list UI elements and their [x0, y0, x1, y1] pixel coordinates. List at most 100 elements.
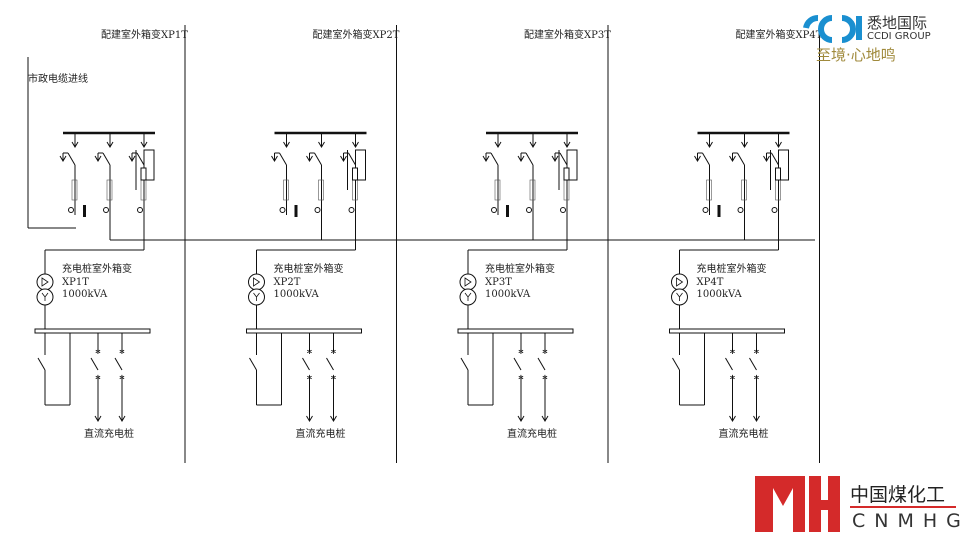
- cnmhg-logo-icon: [755, 476, 840, 532]
- switch-blade-icon: [136, 152, 145, 166]
- fuse-icon: [560, 207, 566, 213]
- switch-blade-icon: [771, 152, 779, 166]
- transformer-name: 充电桩室外箱变: [696, 264, 767, 275]
- feeder-tag: [318, 179, 324, 201]
- unit-xp1t: ✲✲✲✲: [34, 25, 186, 463]
- fuse-icon: [526, 207, 532, 213]
- switch-blade-icon: [672, 357, 680, 371]
- transformer-id: XP4T: [696, 277, 724, 288]
- delta-symbol: [41, 277, 49, 287]
- switch-blade-icon: [302, 357, 310, 371]
- ccdi-name-cn: 悉地国际: [867, 14, 928, 32]
- ccdi-logo-icon: [803, 15, 862, 43]
- switch-blade-icon: [490, 152, 499, 166]
- fuse-icon: [702, 207, 709, 213]
- wye-symbol: [464, 292, 472, 301]
- switch-blade-icon: [67, 152, 76, 166]
- arrow-icon: [94, 415, 102, 422]
- arrow-icon: [318, 141, 325, 148]
- transformer-delta-icon: [671, 273, 688, 291]
- arrow-icon: [271, 155, 278, 162]
- breaker-icon: ✲: [331, 348, 337, 356]
- wye-symbol: [253, 292, 260, 301]
- arrow-icon: [729, 155, 736, 162]
- transformer-capacity: 1000kVA: [273, 289, 319, 300]
- feeder-tag: [494, 179, 501, 201]
- lv-busbar: [246, 328, 362, 334]
- arrow-icon: [106, 141, 114, 148]
- wye-symbol: [676, 292, 683, 301]
- feeder-tag: [529, 179, 536, 201]
- fuse-icon: [491, 207, 497, 213]
- unit-top-label: 配建室外箱变XP4T: [735, 30, 823, 41]
- unit-top-label: 配建室外箱变XP3T: [524, 30, 611, 41]
- unit-top-label: 配建室外箱变XP1T: [101, 30, 188, 41]
- transformer-id: XP2T: [273, 277, 301, 288]
- arrow-icon: [541, 415, 549, 422]
- arrow-icon: [140, 141, 148, 148]
- arrow-icon: [775, 141, 782, 148]
- breaker-icon: ✲: [518, 348, 524, 356]
- arrow-icon: [59, 155, 67, 162]
- arrow-icon: [551, 155, 559, 162]
- feeder-tag: [706, 179, 712, 201]
- arrow-icon: [71, 141, 79, 148]
- switch-blade-icon: [102, 152, 111, 166]
- lv-busbar: [457, 328, 574, 334]
- transformer-delta-icon: [36, 273, 54, 291]
- arrow-icon: [694, 155, 701, 162]
- arrow-icon: [494, 141, 502, 148]
- arrow-icon: [753, 415, 760, 422]
- arrow-icon: [763, 155, 770, 162]
- fuse-icon: [68, 207, 74, 213]
- cnmhg-divider: [850, 506, 956, 508]
- earth-marker: [717, 205, 721, 217]
- arrow-icon: [118, 415, 126, 422]
- earth-marker: [83, 205, 86, 217]
- switch-blade-icon: [249, 357, 257, 371]
- switch-blade-icon: [725, 357, 733, 371]
- ct-box: [355, 149, 366, 181]
- arrow-icon: [94, 155, 102, 162]
- switch-blade-icon: [326, 357, 334, 371]
- fuse-icon: [771, 207, 778, 213]
- unit-xp2t: ✲✲✲✲: [246, 25, 397, 463]
- load-label: 直流充电桩: [84, 429, 134, 440]
- arrow-icon: [482, 155, 490, 162]
- arrow-icon: [517, 155, 525, 162]
- switch-blade-icon: [737, 152, 745, 166]
- transformer-capacity: 1000kVA: [696, 289, 742, 300]
- unit-top-label: 配建室外箱变XP2T: [312, 30, 400, 41]
- fuse-icon: [314, 207, 321, 213]
- arrow-icon: [330, 415, 337, 422]
- breaker-icon: ✲: [754, 348, 760, 356]
- arrow-icon: [128, 155, 136, 162]
- arrow-icon: [563, 141, 571, 148]
- breaker-icon: ✲: [542, 348, 548, 356]
- cnmhg-name-en: CNMHG: [852, 510, 960, 532]
- switch-blade-icon: [559, 152, 568, 166]
- switch-blade-icon: [348, 152, 356, 166]
- breaker-icon: ✲: [119, 348, 125, 356]
- ct-icon: [563, 167, 570, 181]
- transformer-id: XP1T: [62, 277, 89, 288]
- switch-blade-icon: [90, 357, 99, 371]
- transformer-capacity: 1000kVA: [485, 289, 531, 300]
- arrow-icon: [529, 141, 537, 148]
- feeder-tag: [71, 179, 78, 201]
- fuse-icon: [137, 207, 143, 213]
- arrow-icon: [306, 415, 313, 422]
- breaker-icon: ✲: [307, 348, 313, 356]
- switch-blade-icon: [513, 357, 522, 371]
- transformer-name: 充电桩室外箱变: [485, 264, 555, 275]
- switch-blade-icon: [537, 357, 546, 371]
- load-label: 直流充电桩: [295, 429, 346, 440]
- arrow-icon: [517, 415, 525, 422]
- fuse-icon: [103, 207, 109, 213]
- transformer-name: 充电桩室外箱变: [62, 264, 132, 275]
- switch-blade-icon: [114, 357, 123, 371]
- switch-blade-icon: [314, 152, 322, 166]
- transformer-name: 充电桩室外箱变: [273, 264, 344, 275]
- ct-icon: [140, 167, 147, 181]
- switch-blade-icon: [460, 357, 469, 371]
